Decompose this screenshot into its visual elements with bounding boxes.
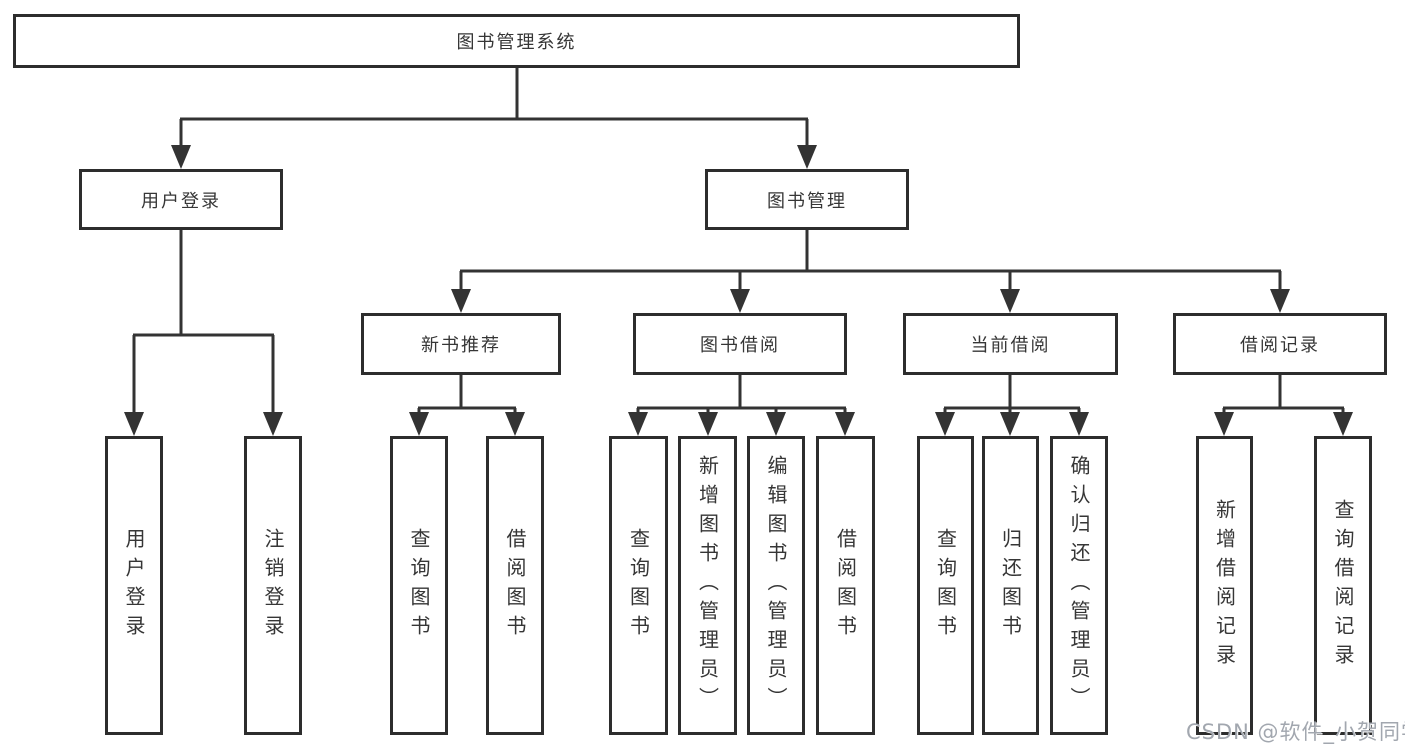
node-leaf-query-borrow-record: 查询借阅记录: [1314, 436, 1372, 735]
node-leaf-add-books-admin: 新增图书（管理员）: [678, 436, 737, 735]
node-user-login: 用户登录: [79, 169, 283, 230]
node-leaf-confirm-return-admin: 确认归还（管理员）: [1050, 436, 1108, 735]
node-book-borrowing: 图书借阅: [633, 313, 847, 375]
node-leaf-user-login: 用户登录: [105, 436, 163, 735]
node-leaf-borrow-books: 借阅图书: [816, 436, 875, 735]
node-leaf-query-books-recommend: 查询图书: [390, 436, 448, 735]
node-leaf-add-borrow-record: 新增借阅记录: [1196, 436, 1253, 735]
node-book-management: 图书管理: [705, 169, 909, 230]
node-leaf-logout: 注销登录: [244, 436, 302, 735]
node-leaf-query-books-borrow: 查询图书: [609, 436, 668, 735]
node-leaf-return-books: 归还图书: [982, 436, 1039, 735]
node-leaf-query-books-current: 查询图书: [917, 436, 974, 735]
node-new-book-recommend: 新书推荐: [361, 313, 561, 375]
node-library-management-system: 图书管理系统: [13, 14, 1020, 68]
csdn-watermark: CSDN @软件_小贺同学: [1186, 720, 1405, 744]
node-leaf-borrow-books-recommend: 借阅图书: [486, 436, 544, 735]
node-borrowing-records: 借阅记录: [1173, 313, 1387, 375]
node-current-borrowing: 当前借阅: [903, 313, 1118, 375]
node-leaf-edit-books-admin: 编辑图书（管理员）: [747, 436, 805, 735]
